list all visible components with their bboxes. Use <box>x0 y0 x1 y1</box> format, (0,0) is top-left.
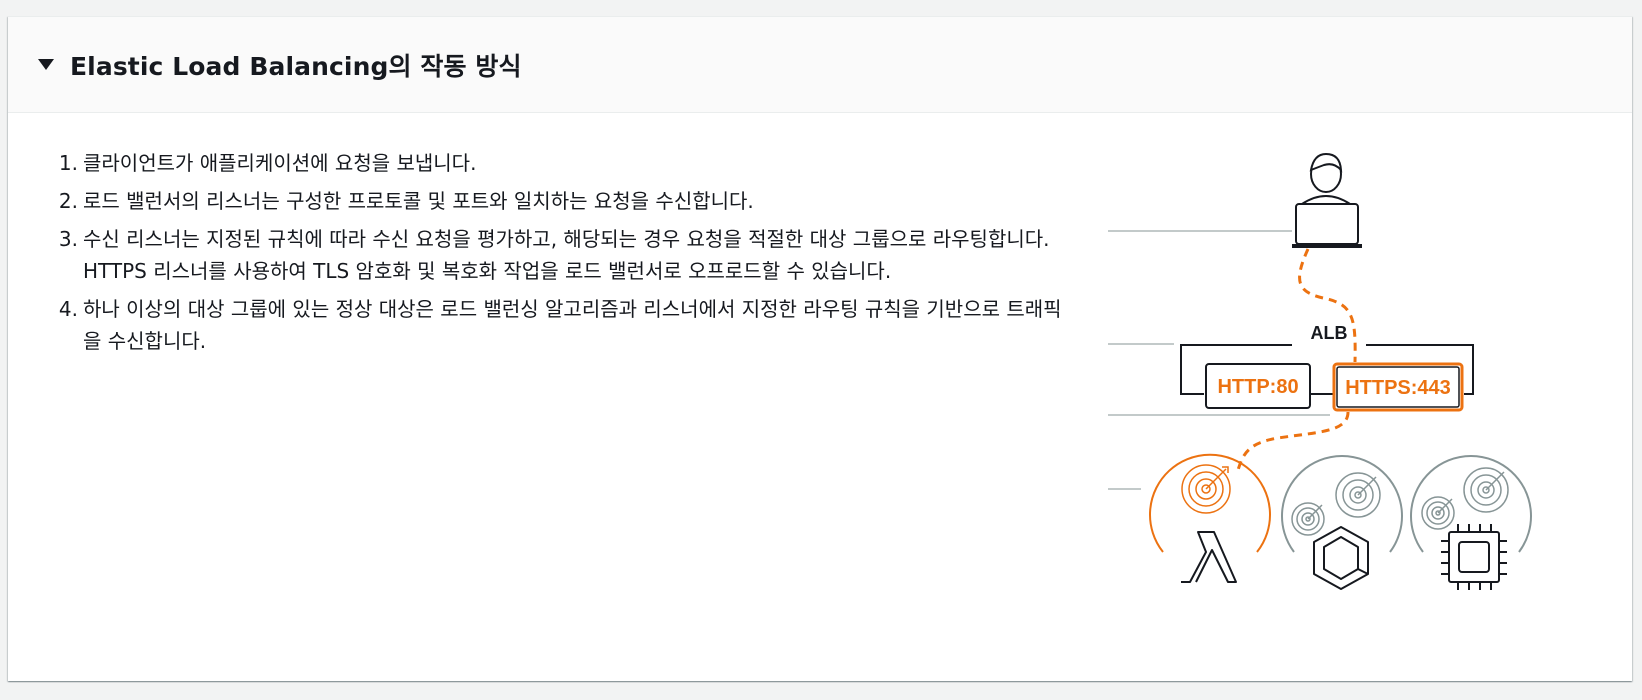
caret-down-icon[interactable] <box>38 59 54 70</box>
how-it-works-panel: Elastic Load Balancing의 작동 방식 1. 클라이언트가 … <box>8 16 1632 681</box>
list-item: 4. 하나 이상의 대상 그룹에 있는 정상 대상은 로드 밸런싱 알고리즘과 … <box>46 293 1066 357</box>
step-number: 1. <box>58 151 78 175</box>
section-title: Elastic Load Balancing의 작동 방식 <box>70 51 522 81</box>
step-number: 2. <box>58 189 78 213</box>
step-number: 4. <box>58 297 78 321</box>
alb-label: ALB <box>1311 323 1348 343</box>
container-icon <box>1313 526 1369 590</box>
elb-diagram-svg: 1. 2. 3. 4. ALB HTTP:80 <box>1108 152 1532 590</box>
step-text: 수신 리스너는 지정된 규칙에 따라 수신 요청을 평가하고, 해당되는 경우 … <box>83 227 1050 283</box>
listener-http: HTTP:80 <box>1205 363 1311 409</box>
section-header-toggle[interactable]: Elastic Load Balancing의 작동 방식 <box>8 17 1632 113</box>
target-lambda <box>1149 453 1271 583</box>
list-item: 3. 수신 리스너는 지정된 규칙에 따라 수신 요청을 평가하고, 해당되는 … <box>46 223 1066 287</box>
elb-diagram: 1. 2. 3. 4. ALB HTTP:80 <box>1108 132 1628 652</box>
listener-https-label: HTTPS:443 <box>1345 377 1451 399</box>
step-text: 하나 이상의 대상 그룹에 있는 정상 대상은 로드 밸런싱 알고리즘과 리스너… <box>83 297 1062 353</box>
listener-https: HTTPS:443 <box>1332 362 1464 412</box>
lambda-icon <box>1181 531 1237 583</box>
steps-list: 1. 클라이언트가 애플리케이션에 요청을 보냅니다. 2. 로드 밸런서의 리… <box>46 147 1066 363</box>
list-item: 2. 로드 밸런서의 리스너는 구성한 프로토콜 및 포트와 일치하는 요청을 … <box>46 185 1066 217</box>
step-text: 로드 밸런서의 리스너는 구성한 프로토콜 및 포트와 일치하는 요청을 수신합… <box>83 189 754 213</box>
list-item: 1. 클라이언트가 애플리케이션에 요청을 보냅니다. <box>46 147 1066 179</box>
target-containers <box>1281 455 1403 590</box>
chip-icon <box>1441 524 1507 590</box>
target-instance <box>1410 455 1532 590</box>
target-icon <box>1181 464 1231 514</box>
step-text: 클라이언트가 애플리케이션에 요청을 보냅니다. <box>83 151 477 175</box>
user-laptop-icon <box>1292 152 1362 248</box>
listener-http-label: HTTP:80 <box>1217 376 1298 398</box>
step-number: 3. <box>58 227 78 251</box>
